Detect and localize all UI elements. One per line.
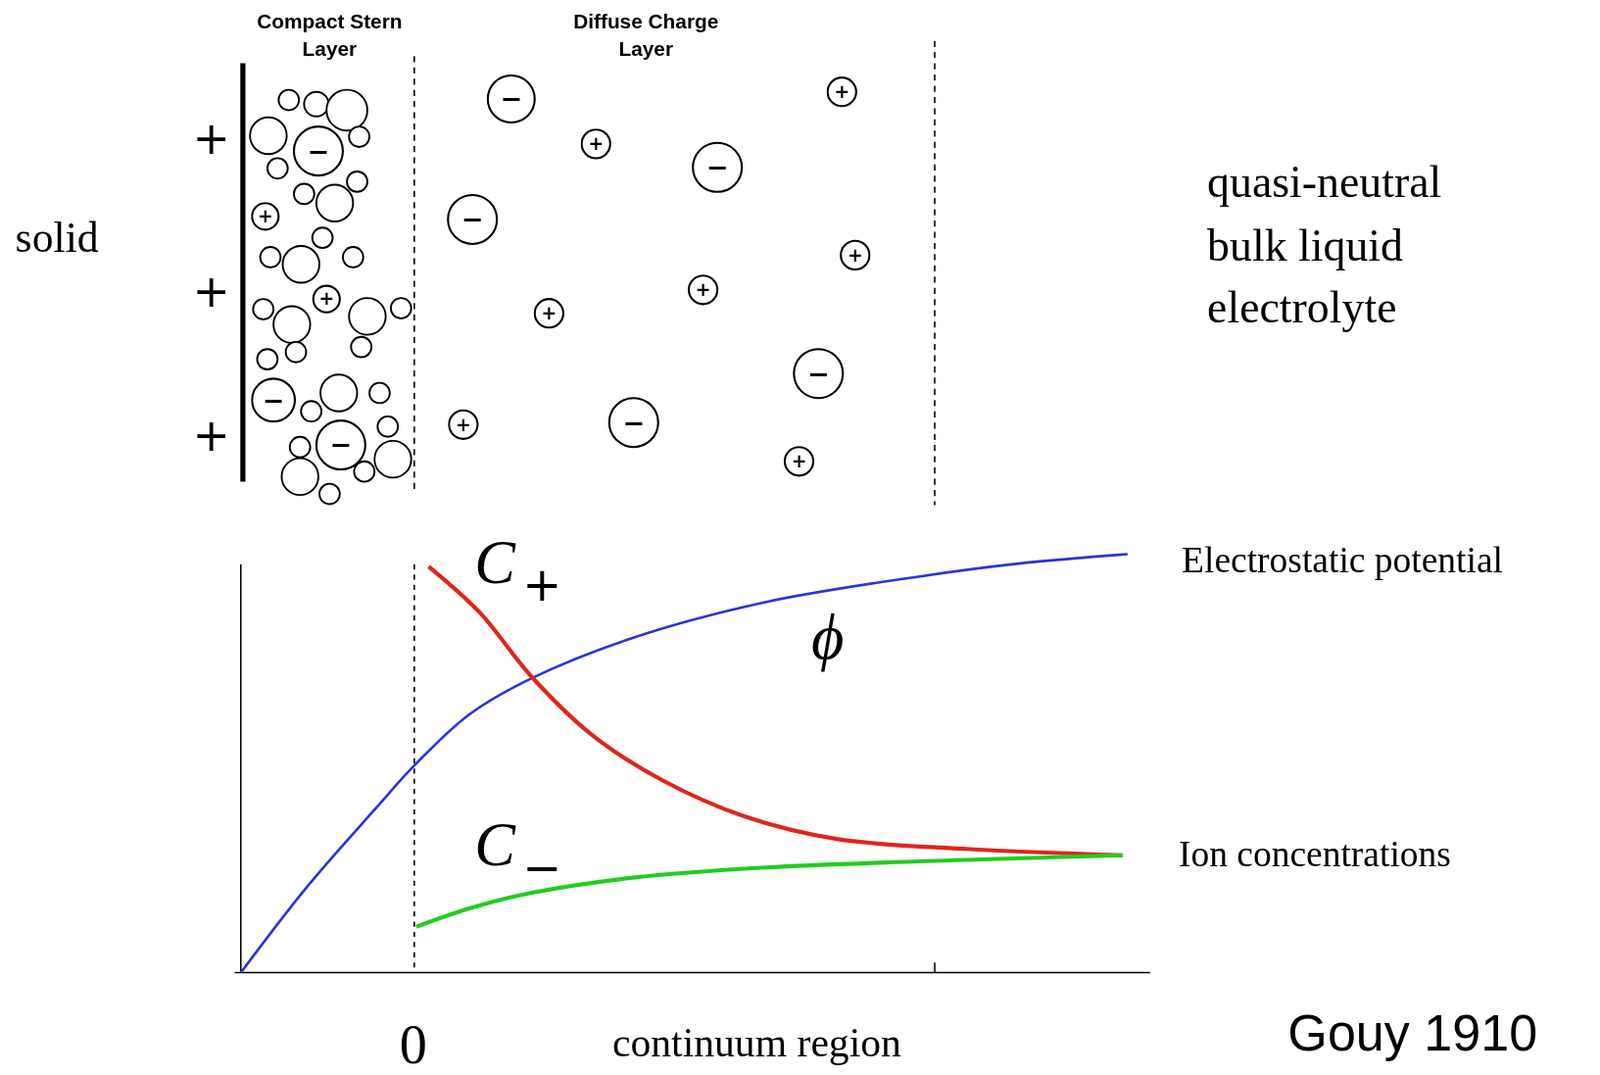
stern-boundary: [413, 55, 416, 490]
solvent-molecules: [249, 90, 412, 505]
surface-charge: +: [192, 411, 230, 461]
region-label: quasi-neutral bulk liquid electrolyte: [1207, 150, 1504, 340]
ion-circle: −: [691, 142, 743, 194]
surface-charge: +: [192, 267, 230, 317]
ion-charge: +: [318, 290, 335, 309]
ion-circle: −: [446, 193, 498, 245]
solvent-molecule: [320, 374, 357, 411]
solvent-molecule: [293, 183, 315, 204]
electrode-surface: [240, 63, 245, 483]
ion-circle: +: [447, 409, 479, 440]
ion-charge: +: [833, 82, 850, 101]
x-axis: [235, 971, 1151, 974]
symbol-subscript: +: [522, 559, 562, 612]
ion-circle: +: [312, 285, 341, 314]
ion-charge: −: [807, 360, 830, 388]
solvent-molecule: [249, 117, 287, 154]
y-axis: [240, 564, 243, 973]
solvent-molecule: [290, 436, 311, 458]
ion-circle: −: [608, 396, 660, 448]
ion-circle: −: [292, 125, 344, 177]
anion-concentration-curve: [416, 855, 1123, 927]
solvent-molecule: [273, 305, 310, 342]
ion-circle: +: [783, 445, 815, 477]
ion-charge: +: [540, 303, 557, 323]
ion-circle: −: [486, 74, 536, 124]
ion-circle: −: [250, 377, 296, 423]
ion-circle: −: [315, 419, 367, 471]
diffuse-boundary: [933, 41, 936, 506]
region-label: solid: [15, 214, 99, 262]
region-title: Diffuse Charge Layer: [548, 7, 743, 63]
solvent-molecule: [348, 297, 386, 335]
solvent-molecule: [377, 416, 398, 437]
ion-circle: +: [533, 297, 565, 329]
citation: Gouy 1910: [1287, 1005, 1538, 1062]
solvent-molecule: [303, 92, 329, 117]
ion-charge: +: [791, 451, 808, 471]
ion-charge: −: [307, 138, 331, 165]
solvent-molecule: [346, 171, 368, 193]
curve-label: Electrostatic potential: [1181, 540, 1504, 582]
ion-charge: −: [262, 387, 286, 414]
solvent-molecule: [256, 348, 278, 370]
solvent-molecule: [326, 90, 368, 132]
solvent-molecule: [282, 245, 319, 283]
ion-charge: +: [695, 280, 712, 299]
axis-label: 0: [399, 1015, 428, 1075]
ion-charge: −: [499, 85, 523, 112]
solvent-molecule: [281, 458, 318, 495]
solvent-molecule: [300, 400, 322, 422]
symbol: C: [474, 811, 516, 879]
ion-charge: −: [330, 432, 353, 459]
plane-marker: [413, 564, 416, 973]
ion-charge: +: [847, 245, 864, 265]
ion-charge: −: [622, 409, 645, 437]
ion-charge: +: [257, 206, 274, 226]
ion-charge: +: [455, 415, 472, 435]
region-title: Compact Stern Layer: [232, 7, 427, 63]
solvent-molecule: [252, 298, 274, 320]
axis-label: continuum region: [612, 1020, 902, 1067]
curve-label: Ion concentrations: [1178, 834, 1452, 875]
ion-circle: +: [581, 128, 612, 159]
axis-tick: [933, 962, 936, 972]
ion-circle: +: [826, 76, 858, 107]
solvent-molecule: [316, 185, 353, 222]
ion-circle: +: [839, 240, 871, 271]
ion-circle: +: [687, 274, 719, 305]
surface-charge: +: [192, 114, 230, 164]
solvent-molecule: [369, 383, 390, 404]
solvent-molecule: [267, 157, 289, 179]
potential-curve: [241, 554, 1128, 973]
solvent-molecule: [278, 90, 299, 111]
solvent-molecule: [342, 246, 364, 268]
solvent-molecule: [348, 126, 370, 147]
symbol-subscript: −: [522, 841, 562, 894]
solvent-molecule: [390, 297, 412, 319]
solvent-molecule: [350, 337, 372, 358]
ion-circle: −: [792, 347, 844, 399]
ion-charge: −: [461, 205, 485, 233]
symbol: ϕ: [811, 601, 844, 672]
symbol: C: [474, 528, 516, 596]
solvent-molecule: [260, 246, 282, 268]
ion-charge: +: [587, 134, 604, 153]
solvent-molecule: [286, 341, 307, 363]
solvent-molecule: [374, 440, 411, 478]
solvent-molecule: [319, 484, 340, 505]
solvent-molecule: [312, 227, 334, 248]
curves: [241, 554, 1128, 973]
ion-circle: +: [250, 201, 280, 231]
ion-charge: −: [706, 153, 729, 181]
